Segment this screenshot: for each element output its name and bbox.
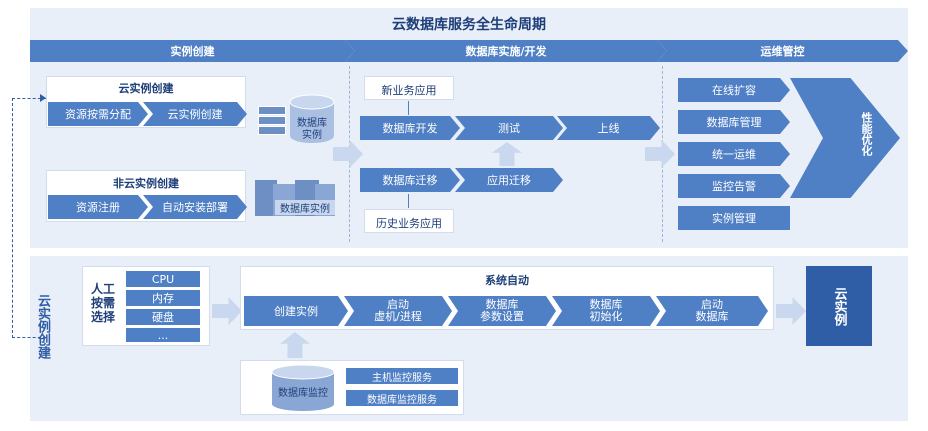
phase-operations: 运维管控 — [657, 40, 908, 62]
step-resource-register: 资源注册 — [48, 195, 148, 219]
monitor-db-label: 数据库监控 — [278, 388, 328, 399]
option-memory: 内存 — [126, 290, 200, 306]
db-monitor-service: 数据库监控服务 — [346, 390, 458, 406]
server-icon — [258, 106, 286, 138]
step-testing: 测试 — [455, 116, 563, 140]
phase-instance-create: 实例创建 — [30, 40, 355, 62]
cloud-instance-box: 云实例 — [806, 266, 872, 346]
new-app-label: 新业务应用 — [381, 84, 437, 97]
cloud-db-instance-label: 数据库 实例 — [297, 118, 327, 141]
step-db-migration: 数据库迁移 — [360, 168, 460, 192]
ops-db-management: 数据库管理 — [678, 110, 790, 134]
noncloud-create-title: 非云实例创建 — [113, 177, 179, 190]
database-cylinder-icon — [289, 94, 335, 143]
monitor-db-cylinder-icon — [271, 364, 335, 411]
new-app-box — [364, 76, 454, 100]
step-cloud-instance-create: 云实例创建 — [143, 102, 247, 126]
host-monitor-service: 主机监控服务 — [346, 368, 458, 384]
history-app-label: 历史业务应用 — [376, 217, 442, 230]
auto-step-start-vm: 启动 虚机/进程 — [344, 296, 452, 326]
phase-implementation: 数据库实施/开发 — [345, 40, 667, 62]
auto-step-db-params: 数据库 参数设置 — [448, 296, 556, 326]
option-cpu: CPU — [126, 271, 200, 287]
option-more: ... — [126, 328, 200, 342]
cloud-create-title: 云实例创建 — [118, 82, 174, 95]
side-connector-arrow-icon — [40, 94, 46, 102]
step-db-development: 数据库开发 — [360, 116, 460, 140]
diagram-title: 云数据库服务全生命周期 — [392, 17, 546, 33]
perf-optimize-label: 性能优化 — [860, 112, 873, 156]
side-cloud-create-label: 云实例创建 — [35, 294, 50, 359]
option-disk: 硬盘 — [126, 309, 200, 325]
new-app-down-arrow — [408, 101, 409, 115]
noncloud-db-instance-label: 数据库实例 — [275, 200, 335, 215]
auto-step-start-db: 启动 数据库 — [656, 296, 768, 326]
auto-step-db-init: 数据库 初始化 — [552, 296, 660, 326]
step-go-live: 上线 — [557, 116, 660, 140]
auto-step-create-instance: 创建实例 — [244, 296, 348, 326]
ops-instance-management: 实例管理 — [678, 206, 790, 230]
ops-unified-maintenance: 统一运维 — [678, 142, 790, 166]
history-app-up-arrow — [408, 194, 409, 208]
ops-monitor-alert: 监控告警 — [678, 174, 790, 198]
step-app-migration: 应用迁移 — [455, 168, 563, 192]
cloud-instance-label: 云实例 — [831, 286, 847, 326]
side-connector-line — [12, 98, 46, 338]
history-app-box — [364, 209, 454, 233]
step-resource-allocate: 资源按需分配 — [48, 102, 148, 126]
ops-online-scale: 在线扩容 — [678, 78, 790, 102]
manual-select-label: 人工按需选择 — [90, 282, 115, 324]
system-auto-title: 系统自动 — [485, 274, 529, 287]
step-auto-install: 自动安装部署 — [143, 195, 247, 219]
